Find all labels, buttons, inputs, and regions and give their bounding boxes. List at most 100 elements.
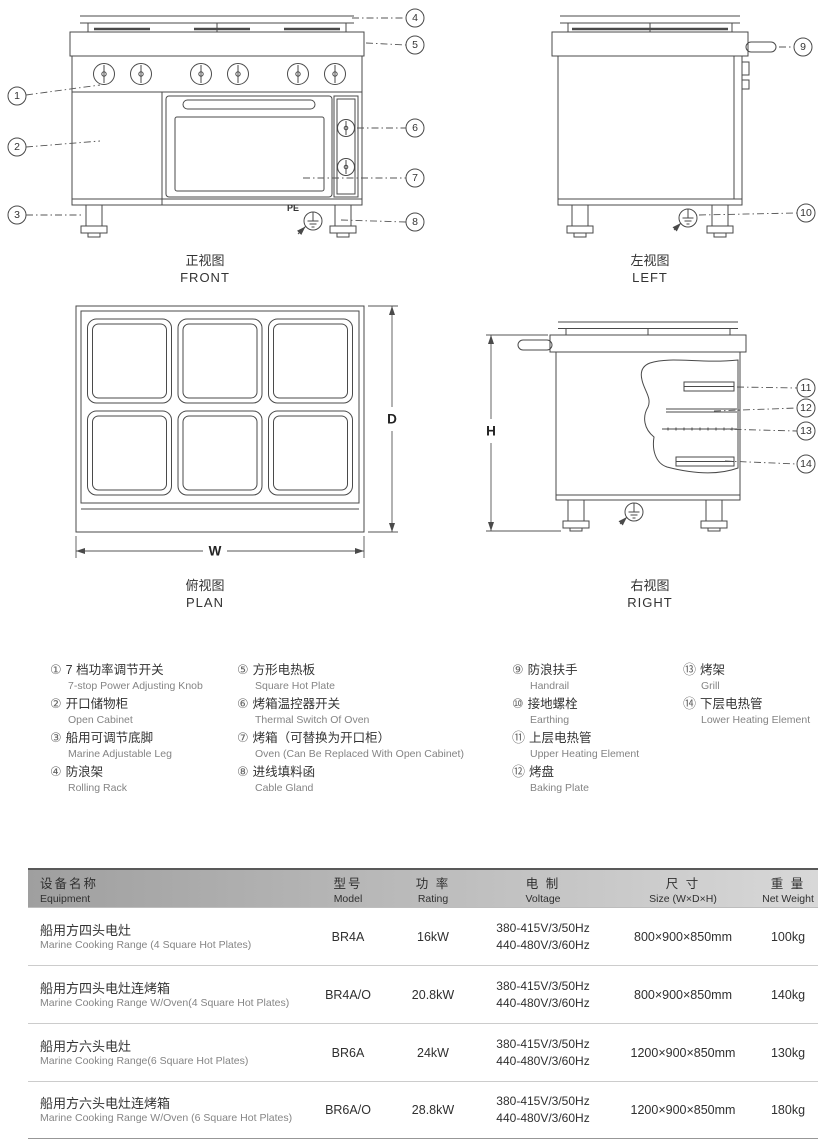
- callout-13: 13: [796, 421, 816, 441]
- legend-label-zh: 下层电热管: [700, 697, 763, 711]
- voltage-cell: 380-415V/3/50Hz 440-480V/3/60Hz: [478, 978, 608, 1012]
- voltage-line-2: 440-480V/3/60Hz: [496, 1111, 590, 1125]
- callout-14: 14: [796, 454, 816, 474]
- legend-label-en: Open Cabinet: [68, 714, 133, 726]
- model-cell: BR6A/O: [325, 1103, 371, 1117]
- front-view-drawing: PE: [69, 15, 365, 238]
- voltage-line-1: 380-415V/3/50Hz: [496, 978, 590, 993]
- spec-table-header: 设备名称 Equipment 型号 Model 功 率 Rating 电 制 V…: [28, 870, 818, 908]
- earthing-symbol-right: [618, 502, 644, 526]
- header-size-zh: 尺 寸: [665, 876, 701, 891]
- header-size-en: Size (W×D×H): [649, 892, 717, 905]
- equipment-cell: 船用方六头电灶连烤箱 Marine Cooking Range W/Oven (…: [28, 1095, 308, 1125]
- callout-9-number: 9: [800, 41, 806, 53]
- equipment-zh: 船用方四头电灶连烤箱: [40, 980, 171, 996]
- legend-number: ⑪: [512, 730, 526, 745]
- range-body-right: [555, 351, 741, 501]
- rating-cell: 20.8kW: [411, 987, 455, 1002]
- oven-cutaway: [640, 359, 739, 474]
- rolling-rack-right: [558, 321, 738, 335]
- drawings-canvas: PE: [7, 8, 816, 559]
- equipment-zh: 船用方六头电灶: [40, 1038, 132, 1054]
- rolling-rack-front: [80, 15, 354, 32]
- pe-label: PE: [287, 203, 299, 213]
- legend-label-en: Square Hot Plate: [255, 680, 335, 692]
- stove-top-slab: [69, 31, 365, 57]
- callout-13-number: 13: [800, 425, 812, 437]
- voltage-line-1: 380-415V/3/50Hz: [496, 1036, 590, 1051]
- dimension-d: D: [368, 305, 400, 533]
- legend-number: ⑭: [683, 696, 697, 711]
- callout-3: 3: [7, 205, 27, 225]
- header-model-en: Model: [333, 892, 363, 905]
- header-equipment: 设备名称 Equipment: [28, 873, 308, 905]
- adjustable-leg: [562, 499, 590, 532]
- legend-number: ⑥: [237, 696, 249, 711]
- legend-label-en: Thermal Switch Of Oven: [255, 714, 370, 726]
- adjustable-leg: [80, 204, 108, 238]
- spec-table: 设备名称 Equipment 型号 Model 功 率 Rating 电 制 V…: [28, 868, 818, 1139]
- side-bracket: [741, 79, 750, 90]
- rating-cell: 24kW: [417, 1045, 449, 1060]
- legend-number: ③: [50, 730, 62, 745]
- plan-view-label-en: PLAN: [186, 595, 224, 610]
- legend-label-en: Oven (Can Be Replaced With Open Cabinet): [255, 748, 464, 760]
- front-view-label: 正视图 FRONT: [130, 252, 280, 286]
- legend-label-en: Rolling Rack: [68, 782, 127, 794]
- voltage-line-2: 440-480V/3/60Hz: [496, 1053, 590, 1068]
- burner-knob: [287, 63, 309, 85]
- legend-number: ⑦: [237, 730, 249, 745]
- equipment-en: Marine Cooking Range(6 Square Hot Plates…: [40, 1054, 249, 1067]
- left-view-label-zh: 左视图: [630, 253, 670, 268]
- equipment-cell: 船用方四头电灶连烤箱 Marine Cooking Range W/Oven(4…: [28, 980, 308, 1010]
- callout-leader-lines: [25, 17, 798, 465]
- legend-label-zh: 防浪扶手: [527, 663, 578, 677]
- square-hot-plate: [268, 318, 353, 404]
- header-voltage: 电 制 Voltage: [478, 873, 608, 905]
- callout-5: 5: [405, 35, 425, 55]
- callout-6-number: 6: [412, 122, 418, 134]
- model-cell: BR4A: [331, 929, 365, 944]
- callout-14-number: 14: [800, 458, 812, 470]
- legend-label-zh: 方形电热板: [252, 663, 316, 677]
- callout-9: 9: [793, 37, 813, 57]
- header-rating-en: Rating: [417, 892, 449, 905]
- rolling-rack-left: [560, 15, 740, 32]
- range-body-front: [71, 55, 363, 206]
- header-size: 尺 寸 Size (W×D×H): [608, 873, 758, 905]
- voltage-line-1: 380-415V/3/50Hz: [496, 1094, 590, 1108]
- table-row-br6a: 船用方六头电灶 Marine Cooking Range(6 Square Ho…: [28, 1024, 818, 1082]
- equipment-cell: 船用方四头电灶 Marine Cooking Range (4 Square H…: [28, 922, 308, 952]
- equipment-en: Marine Cooking Range W/Oven(4 Square Hot…: [40, 996, 290, 1009]
- adjustable-leg: [329, 204, 357, 238]
- legend-label-en: Upper Heating Element: [530, 748, 640, 760]
- front-view-label-en: FRONT: [180, 270, 230, 285]
- callout-4-number: 4: [412, 12, 418, 24]
- legend-number: ⑩: [512, 696, 524, 711]
- header-voltage-zh: 电 制: [525, 876, 561, 891]
- header-model-zh: 型号: [333, 876, 363, 891]
- callout-1: 1: [7, 86, 27, 106]
- equipment-en: Marine Cooking Range W/Oven (6 Square Ho…: [40, 1112, 293, 1124]
- callout-12: 12: [796, 398, 816, 418]
- voltage-cell: 380-415V/3/50Hz 440-480V/3/60Hz: [478, 1036, 608, 1070]
- right-view-label-en: RIGHT: [627, 595, 673, 610]
- rating-cell: 28.8kW: [411, 1103, 455, 1117]
- callout-1-number: 1: [14, 90, 20, 102]
- left-view-label-en: LEFT: [632, 270, 668, 285]
- adjustable-leg: [706, 204, 734, 238]
- legend-number: ⑤: [237, 662, 249, 677]
- legend-number: ④: [50, 764, 62, 779]
- square-hot-plate: [268, 410, 353, 496]
- oven-control-panel: [333, 95, 359, 198]
- legend-label-en: Cable Gland: [255, 782, 314, 794]
- plan-view-drawing: [75, 305, 365, 533]
- burner-knob: [227, 63, 249, 85]
- baking-plate: [666, 408, 737, 413]
- adjustable-leg: [566, 204, 594, 238]
